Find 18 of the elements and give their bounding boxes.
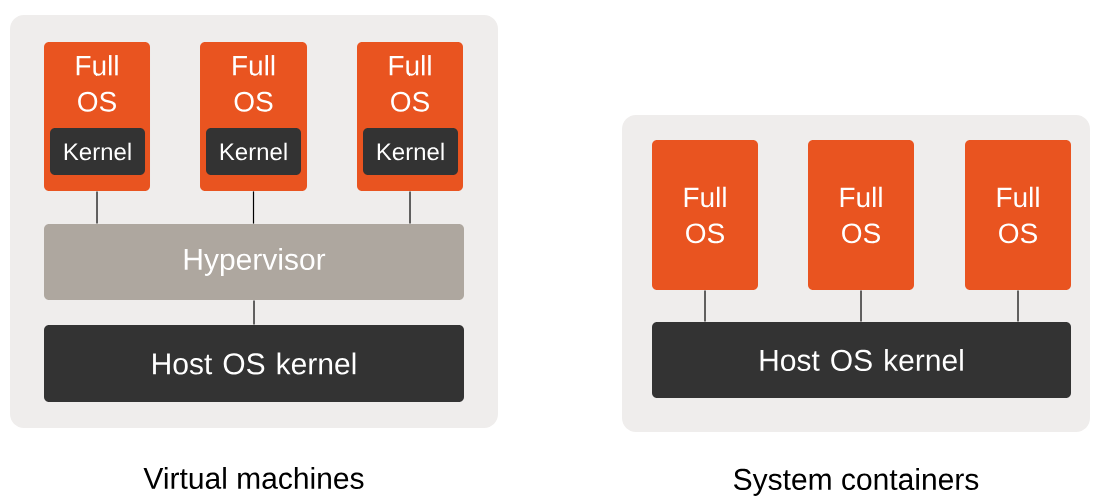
connector-line [252, 190, 255, 225]
connector-line [409, 190, 411, 225]
connector-line [1017, 289, 1019, 323]
connector-line [860, 289, 862, 323]
connector-line [704, 289, 706, 323]
kernel-box: Kernel [363, 128, 458, 175]
os-box: Full OS [965, 140, 1071, 290]
os-box: Full OS [652, 140, 758, 290]
kernel-box: Kernel [206, 128, 301, 175]
node-label: Virtual machines [143, 466, 364, 489]
hypervisor-bar: Hypervisor [44, 224, 464, 300]
kernel-box: Kernel [50, 128, 145, 175]
connector-line [96, 190, 98, 225]
kernel-bar: Host OS kernel [44, 325, 464, 402]
kernel-bar: Host OS kernel [652, 322, 1071, 398]
os-box: Full OS [808, 140, 914, 290]
node-label: System containers [733, 468, 979, 496]
connector-line [253, 299, 255, 326]
